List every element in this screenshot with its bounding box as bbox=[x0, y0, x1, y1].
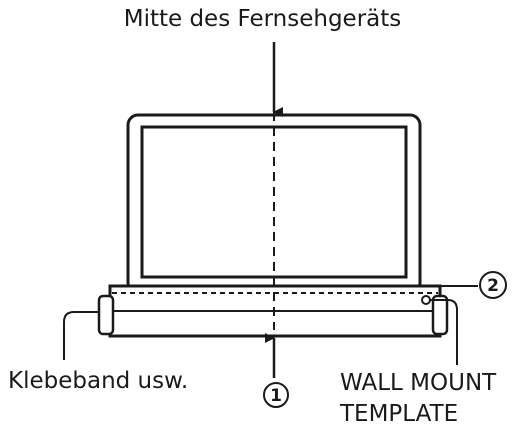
wall-mount-template-label-line1: WALL MOUNT bbox=[340, 370, 497, 396]
callout-2-circle bbox=[479, 271, 507, 299]
right-label-leader bbox=[430, 299, 458, 365]
wall-mount-template-label: WALL MOUNT TEMPLATE bbox=[340, 368, 496, 430]
callout-1-circle bbox=[263, 382, 289, 408]
adhesive-tape-label: Klebeband usw. bbox=[8, 368, 189, 394]
template-marker-dot bbox=[421, 295, 431, 305]
tv-center-label: Mitte des Fernsehgeräts bbox=[123, 6, 402, 32]
right-adhesive-tape bbox=[431, 294, 449, 336]
callout-2-number: 2 bbox=[487, 276, 499, 296]
left-adhesive-tape bbox=[97, 294, 115, 336]
callout-1-number: 1 bbox=[270, 386, 282, 406]
left-label-leader bbox=[63, 311, 99, 360]
wall-mount-template-label-line2: TEMPLATE bbox=[340, 401, 459, 427]
